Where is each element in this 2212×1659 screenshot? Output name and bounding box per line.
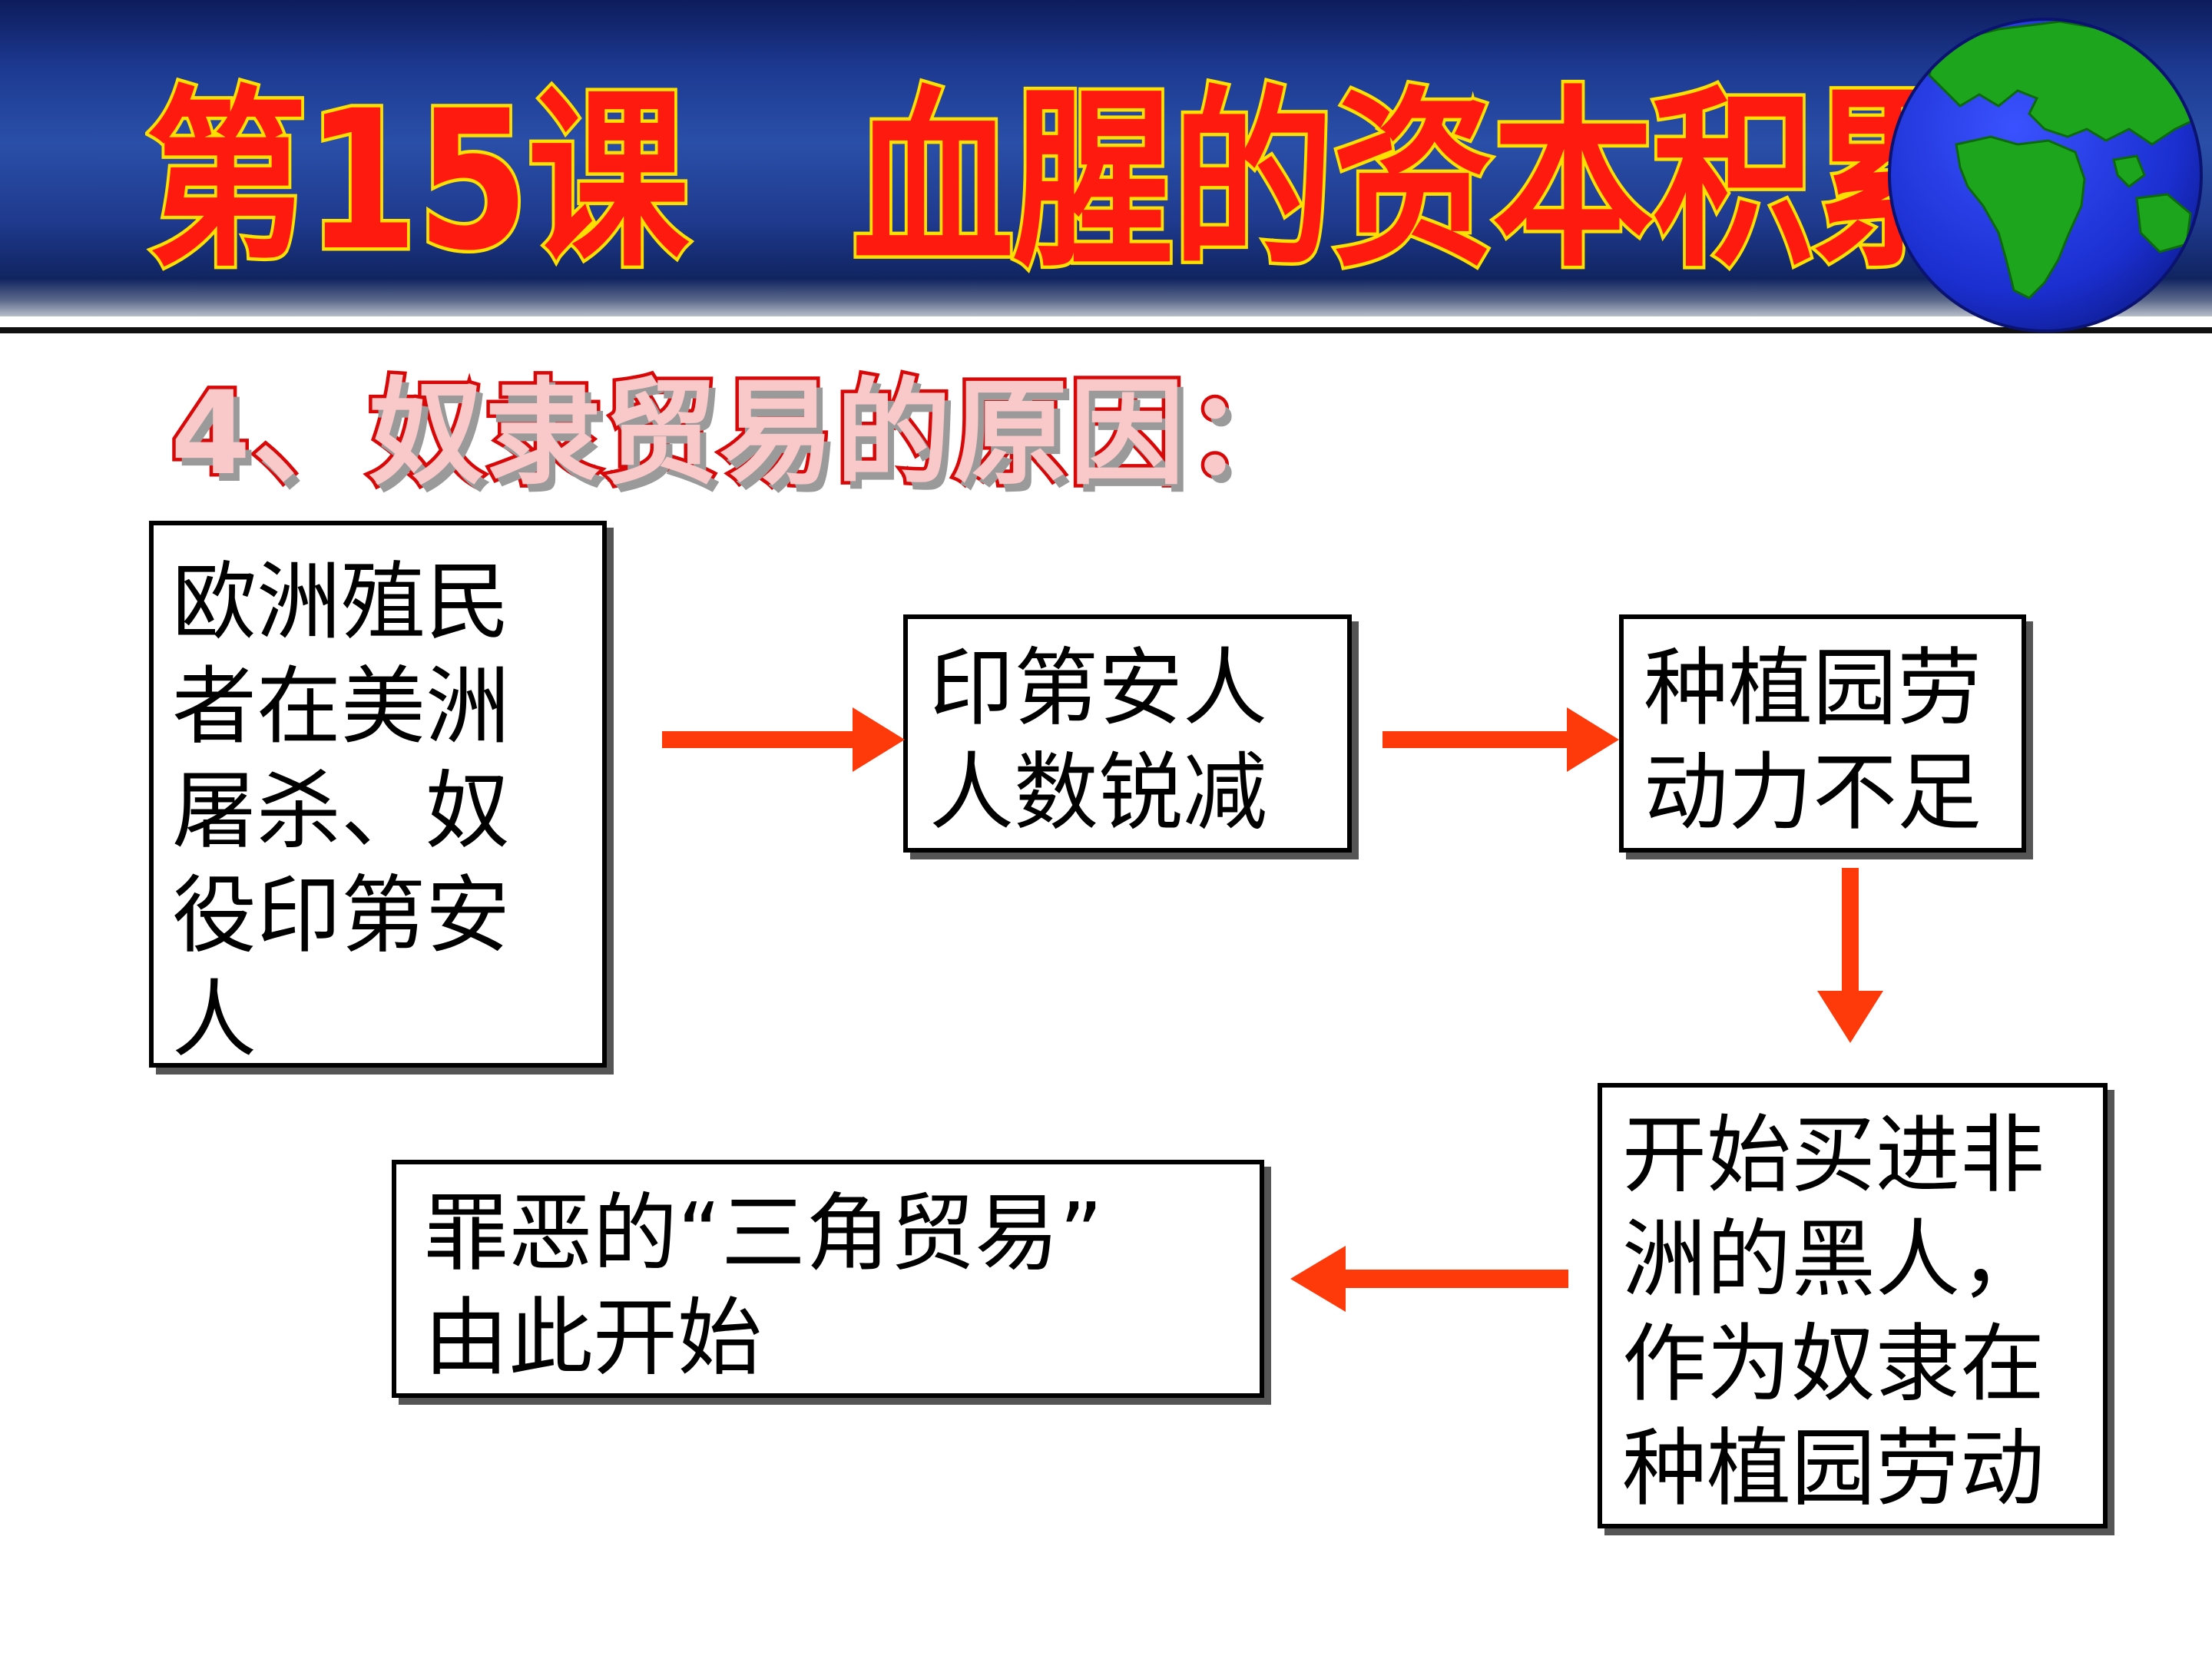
line: 印第安人: [929, 639, 1267, 737]
node-triangle-trade: 罪恶的“三角贸易”由此开始: [392, 1160, 1264, 1398]
node-labor: 种植园劳动力不足: [1619, 614, 2026, 853]
line: 者在美洲: [172, 657, 510, 756]
line: 役印第安: [172, 866, 510, 965]
arrow-population-to-labor: [1382, 707, 1619, 772]
header-banner: [0, 0, 2212, 316]
header-rule-black: [0, 327, 2212, 333]
arrow-colonists-to-population: [662, 707, 905, 772]
line: 由此开始: [424, 1289, 762, 1387]
arrow-labor-to-slaves: [1817, 868, 1883, 1043]
line: 洲的黑人，: [1622, 1210, 2045, 1309]
node-colonists-text: 欧洲殖民者在美洲屠杀、奴役印第安人: [172, 550, 510, 1072]
node-slaves-text: 开始买进非洲的黑人，作为奴隶在种植园劳动: [1622, 1103, 2045, 1521]
line: 作为奴隶在: [1622, 1315, 2045, 1413]
line: 开始买进非: [1622, 1106, 2045, 1204]
node-triangle-trade-text: 罪恶的“三角贸易”由此开始: [424, 1181, 1103, 1390]
globe-icon: [1888, 18, 2203, 333]
line: 罪恶的“三角贸易”: [424, 1184, 1103, 1283]
line: 种植园劳动: [1622, 1419, 2045, 1518]
node-population-text: 印第安人人数锐减: [929, 636, 1267, 845]
line: 屠杀、奴: [172, 762, 510, 860]
arrow-slaves-to-triangle-trade: [1290, 1246, 1568, 1312]
line: 人数锐减: [929, 743, 1267, 842]
section-heading: 4、奴隶贸易的原因：: [167, 364, 1305, 505]
node-labor-text: 种植园劳动力不足: [1644, 636, 1982, 845]
line: 欧洲殖民: [172, 553, 510, 651]
line: 人: [172, 971, 257, 1069]
node-population: 印第安人人数锐减: [903, 614, 1352, 853]
node-slaves: 开始买进非洲的黑人，作为奴隶在种植园劳动: [1598, 1083, 2108, 1528]
line: 种植园劳: [1644, 639, 1982, 737]
header-rule-white: [0, 316, 2212, 327]
node-colonists: 欧洲殖民者在美洲屠杀、奴役印第安人: [149, 521, 607, 1069]
line: 动力不足: [1644, 743, 1982, 842]
